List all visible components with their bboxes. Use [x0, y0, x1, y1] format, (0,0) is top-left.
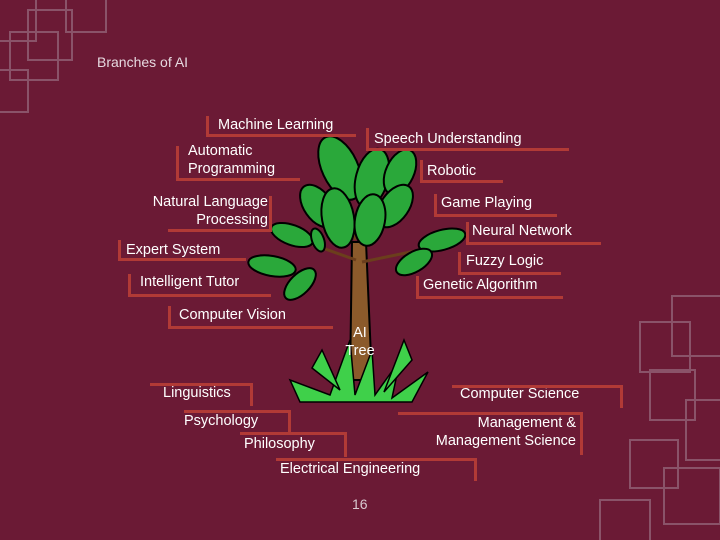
bracket-speech-understanding — [366, 128, 569, 151]
bracket-machine-learning-line — [206, 134, 356, 137]
branch-neural-network: Neural Network — [472, 223, 572, 239]
bracket-game-playing — [434, 194, 557, 217]
root-linguistics: Linguistics — [163, 385, 231, 401]
grass-roots — [288, 337, 429, 403]
bracket-computer-science — [452, 385, 623, 408]
bracket-linguistics — [150, 383, 253, 406]
branch-automatic-programming: Automatic Programming — [188, 143, 276, 177]
bracket-computer-vision — [168, 306, 333, 329]
root-computer-science: Computer Science — [460, 386, 580, 402]
branch-speech-understanding: Speech Understanding — [374, 131, 522, 147]
root-management: Management & Management Science — [435, 415, 576, 449]
tree-label: AI Tree — [345, 325, 375, 359]
bracket-management — [398, 412, 583, 455]
bracket-natural-language — [168, 229, 272, 232]
leaf-cluster — [247, 135, 467, 301]
bracket-psychology — [184, 410, 291, 435]
bracket-philosophy — [240, 432, 347, 457]
bracket-automatic-programming — [176, 178, 300, 181]
bracket-genetic-algorithm — [416, 276, 563, 299]
bracket-expert-system — [118, 258, 246, 261]
branch-game-playing: Game Playing — [441, 195, 533, 211]
bracket-automatic-programming-vert — [176, 146, 179, 180]
branch-fuzzy-logic: Fuzzy Logic — [466, 253, 544, 269]
branch-genetic-algorithm: Genetic Algorithm — [423, 277, 538, 293]
bracket-fuzzy-logic — [458, 252, 561, 275]
bracket-machine-learning — [206, 116, 359, 136]
bracket-intelligent-tutor — [128, 274, 271, 297]
branch-intelligent-tutor: Intelligent Tutor — [140, 274, 240, 290]
branch-computer-vision: Computer Vision — [179, 307, 286, 323]
branch-robotic: Robotic — [427, 163, 477, 179]
root-psychology: Psychology — [184, 413, 259, 429]
branch-natural-language: Natural Language Processing — [152, 194, 268, 228]
slide-title: Branches of AI — [97, 54, 189, 70]
bracket-expert-system-vert — [118, 240, 121, 260]
branch-expert-system: Expert System — [126, 242, 221, 258]
bracket-electrical-engineering — [276, 458, 477, 481]
page-number: 16 — [352, 496, 368, 512]
bracket-robotic — [420, 160, 503, 183]
root-philosophy: Philosophy — [244, 436, 315, 452]
bracket-natural-language-vert — [269, 196, 272, 232]
bracket-neural-network — [466, 222, 601, 245]
branch-machine-learning: Machine Learning — [218, 117, 334, 133]
root-electrical-engineering: Electrical Engineering — [280, 461, 421, 477]
